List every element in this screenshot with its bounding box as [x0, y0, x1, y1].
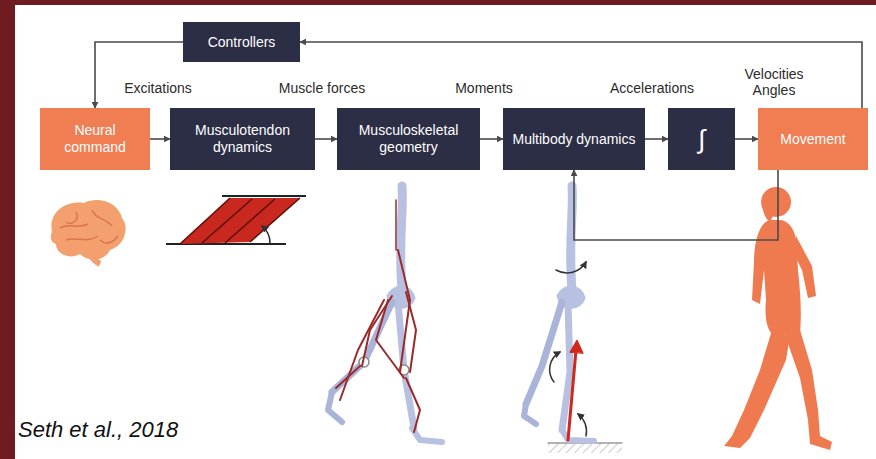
signal-arrow: [300, 42, 862, 108]
signal-arrow: [735, 138, 758, 140]
signal-label: Accelerations: [608, 80, 696, 96]
signal-arrow: [95, 42, 183, 108]
box-text: Movement: [780, 131, 845, 148]
io-box: Neural command: [40, 108, 150, 170]
signal-arrow: [645, 138, 668, 140]
skeleton-muscles: [328, 186, 442, 442]
signal-label: Velocities Angles: [732, 66, 816, 98]
signal-arrow: [150, 138, 170, 140]
citation: Seth et al., 2018: [18, 417, 178, 443]
process-box: Musculoskeletal geometry: [337, 108, 480, 170]
brain-icon: [51, 200, 126, 264]
signal-arrow: [480, 138, 503, 140]
process-box: Musculotendon dynamics: [170, 108, 315, 170]
box-text: Neural command: [48, 122, 142, 156]
box-text: Musculoskeletal geometry: [345, 122, 472, 156]
muscle-model: [166, 196, 306, 244]
signal-label: Moments: [453, 80, 515, 96]
signal-arrow: [574, 170, 778, 240]
box-text: ∫: [698, 124, 705, 154]
process-box: Multibody dynamics: [503, 108, 645, 170]
io-box: Movement: [758, 108, 868, 170]
signal-arrow: [315, 138, 337, 140]
process-box: Controllers: [183, 22, 300, 62]
box-text: Musculotendon dynamics: [178, 122, 307, 156]
white-panel: ControllersNeural command Musculotendon d…: [15, 5, 876, 459]
skeleton-moments: [524, 186, 622, 453]
signal-label: Excitations: [122, 80, 194, 96]
process-box: ∫: [668, 108, 735, 170]
signal-label: Muscle forces: [277, 80, 367, 96]
box-text: Multibody dynamics: [513, 131, 636, 148]
box-text: Controllers: [208, 34, 276, 51]
